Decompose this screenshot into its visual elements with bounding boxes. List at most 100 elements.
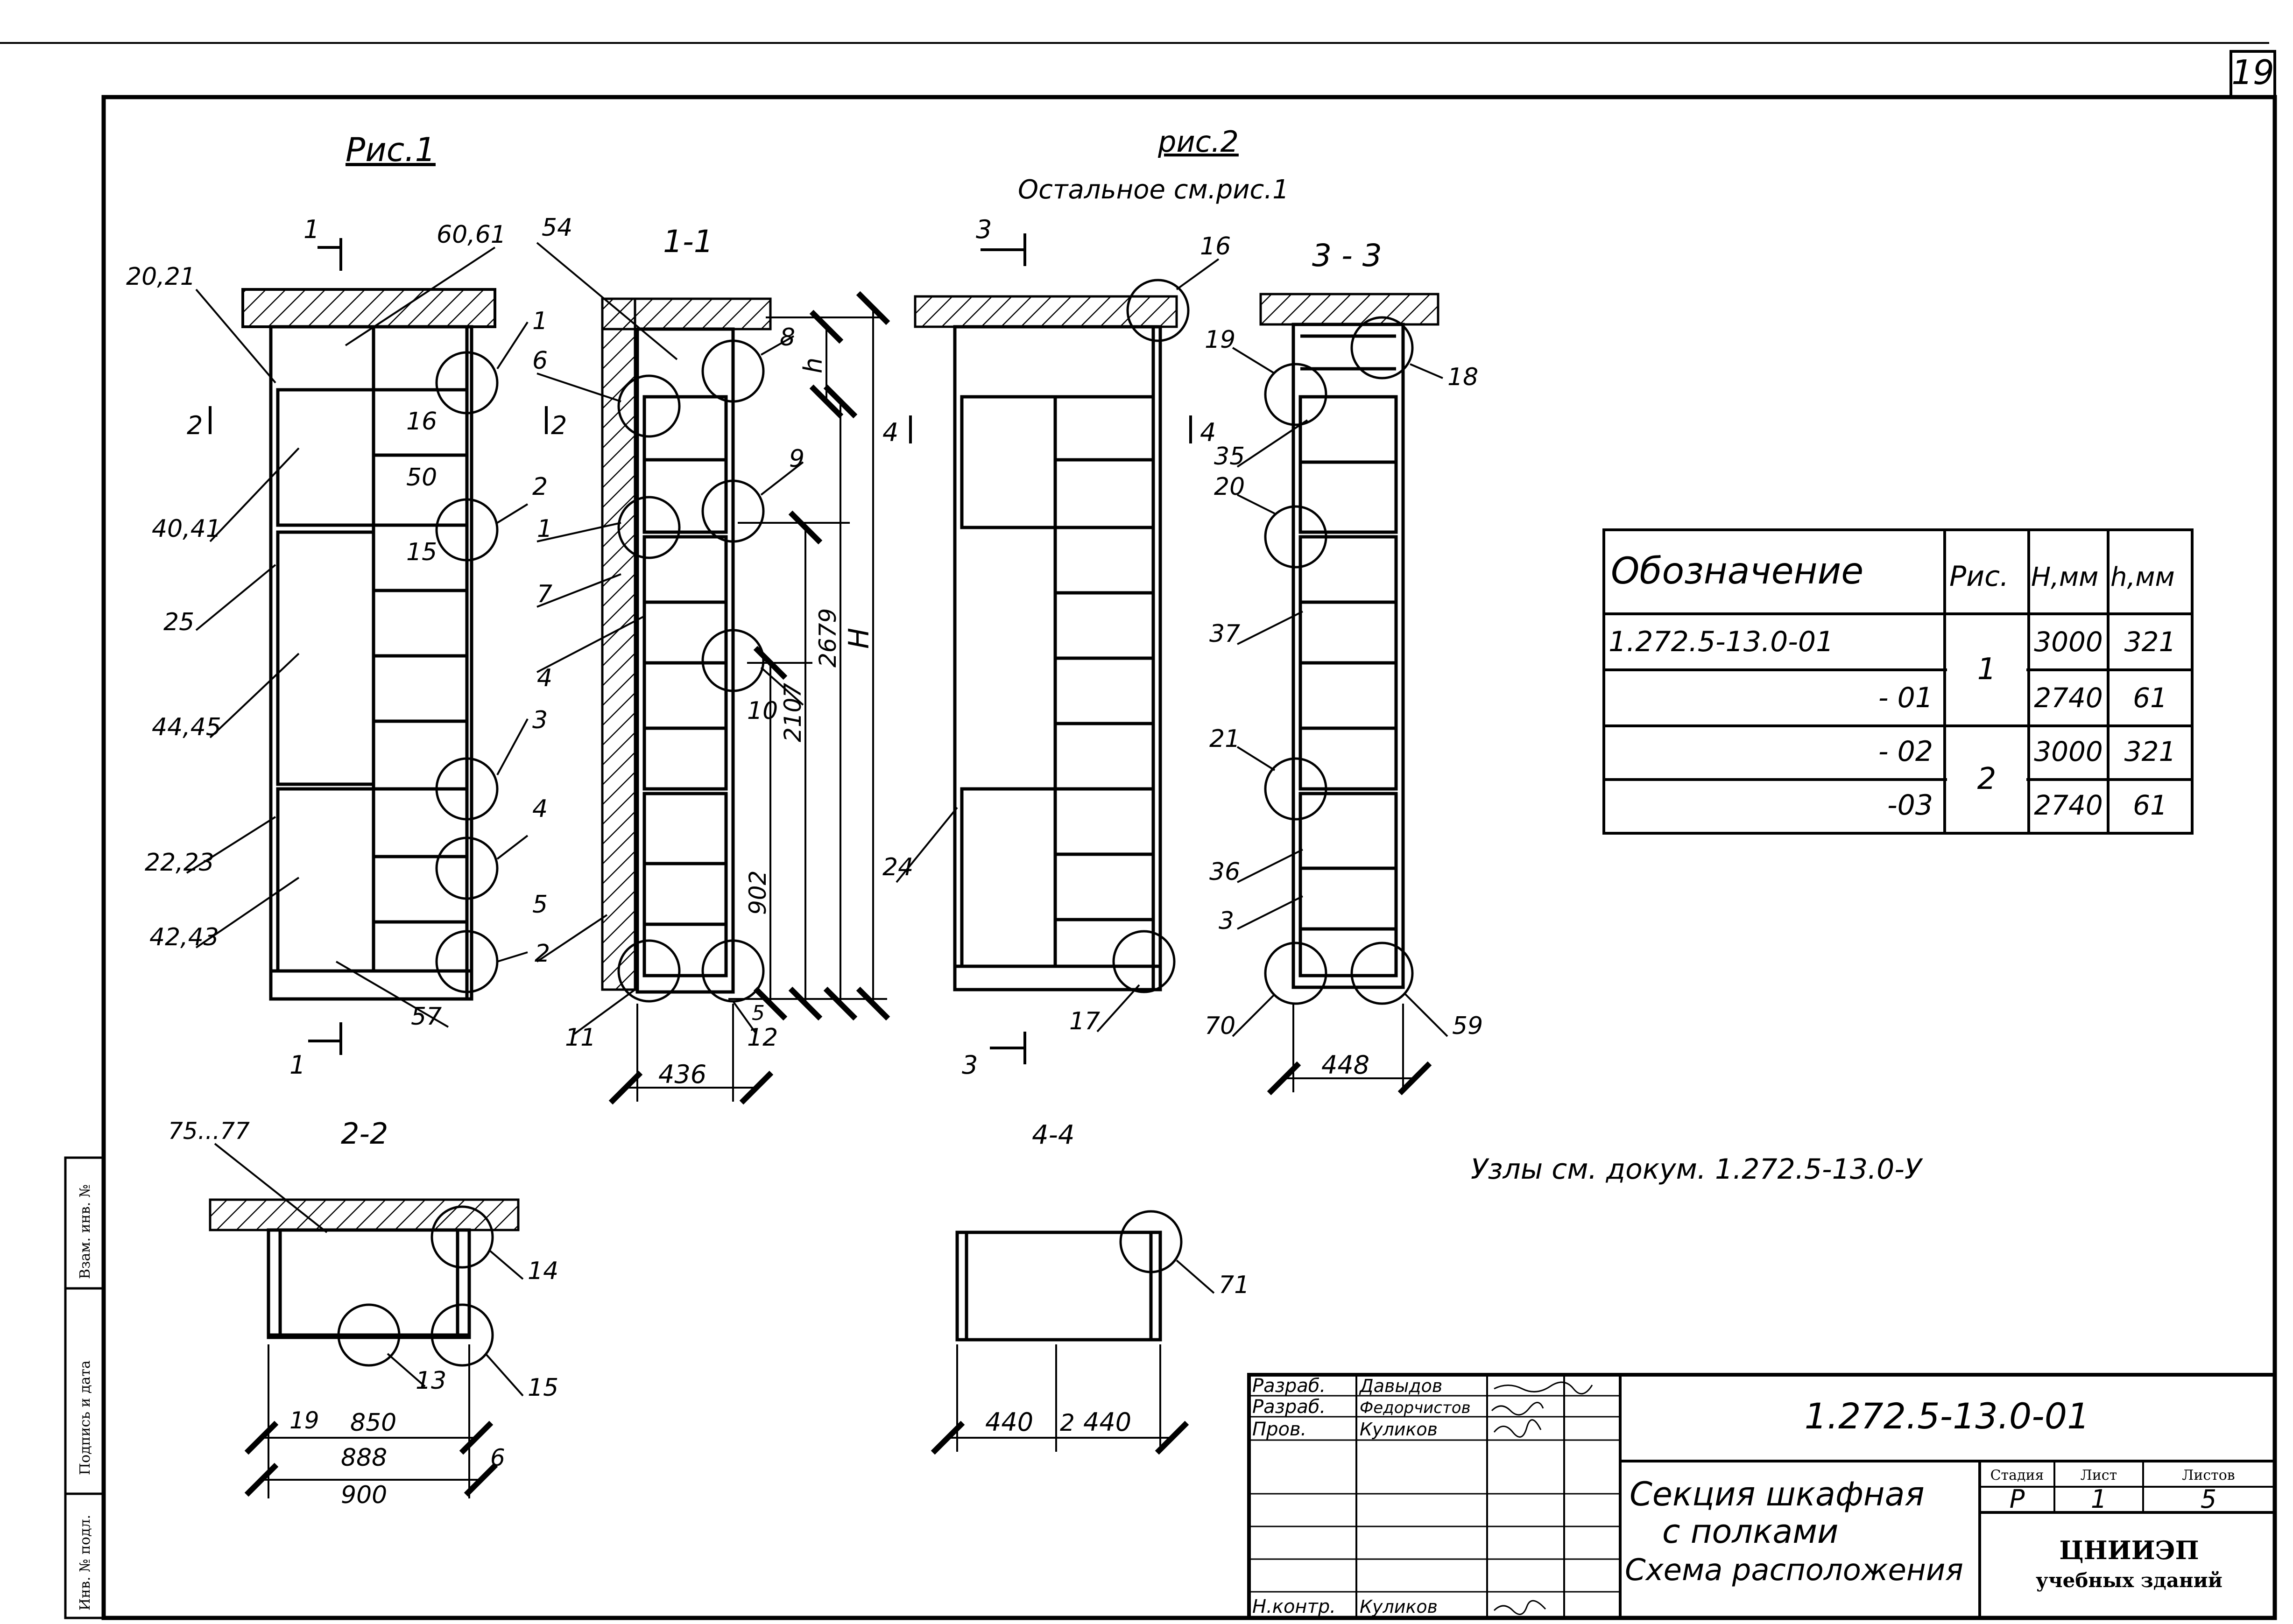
fig1-label-1: 1 [532, 307, 548, 335]
fig2-section-marks [909, 233, 1192, 1064]
section-1-1-view: 1-1 [532, 214, 890, 1105]
stamp-inv-sub: Инв. № подл. [77, 1515, 93, 1610]
sec33-label-37: 37 [1209, 620, 1240, 648]
spec-row: - 02 2 3000 321 [1878, 735, 2176, 796]
spec-row-H: 3000 [2034, 626, 2103, 658]
fig1-section-1-top: 1 [303, 215, 319, 244]
sec44-dim-440-left: 440 [985, 1407, 1033, 1437]
sec22-leaders-dims [214, 1143, 524, 1498]
fig2-title: рис.2 [1157, 125, 1239, 159]
tb-name-line1: Секция шкафная [1630, 1475, 1925, 1513]
tb-name: Куликов [1360, 1596, 1438, 1617]
tb-sheets: 5 [2201, 1484, 2216, 1514]
sec11-dim-h: h [798, 358, 828, 373]
fig1-label-22-23: 22,23 [145, 849, 214, 877]
spec-row-designation: - 02 [1878, 735, 1933, 768]
sec22-label-15: 15 [528, 1374, 558, 1402]
tb-name-line3: Схема расположения [1625, 1553, 1963, 1588]
tb-sheet-header: Лист [2081, 1467, 2117, 1483]
spec-row-fig: 2 [1977, 762, 1997, 796]
sec44-label-71: 71 [1219, 1271, 1249, 1299]
sec11-label-6: 6 [532, 347, 548, 375]
fig1-label-5: 5 [532, 891, 548, 919]
sec11-label-8: 8 [780, 323, 795, 352]
fig2-section-3-bottom: 3 [962, 1050, 978, 1080]
stamp-sign-date: Подпись и дата [77, 1360, 93, 1475]
tb-org-line1: ЦНИИЭП [2059, 1535, 2199, 1565]
fig1-section-2-right: 2 [551, 411, 567, 440]
spec-header-fig: Рис. [1949, 560, 2009, 593]
sec11-label-11: 11 [565, 1024, 596, 1052]
tb-doc-code: 1.272.5-13.0-01 [1805, 1395, 2090, 1437]
fig1-label-20-21: 20,21 [126, 263, 196, 291]
sec11-label-12: 12 [747, 1024, 778, 1052]
spec-row-h: 61 [2133, 789, 2167, 821]
fig2-section-4-left: 4 [882, 418, 898, 447]
spec-header-h: h,мм [2110, 562, 2175, 592]
sec22-dim-6: 6 [490, 1444, 505, 1471]
sec11-label-2: 2 [535, 940, 550, 968]
sec33-title: 3 - 3 [1312, 238, 1382, 274]
tb-name: Федорчистов [1360, 1399, 1471, 1417]
spec-row-h: 61 [2133, 682, 2167, 714]
sec11-label-4: 4 [537, 664, 552, 692]
fig1-label-2: 2 [532, 473, 548, 501]
sec33-label-59: 59 [1452, 1012, 1483, 1040]
title-block [1247, 1373, 2277, 1620]
sec22-wall [209, 1198, 520, 1231]
nodes-note: Узлы см. докум. 1.272.5-13.0-У [1471, 1153, 1923, 1186]
sec33-label-18: 18 [1447, 363, 1478, 391]
tb-signatures [1491, 1381, 1593, 1615]
tb-role: Разраб. [1252, 1375, 1326, 1397]
fig2-section-4-right: 4 [1200, 418, 1216, 447]
sec33-label-21: 21 [1209, 725, 1240, 753]
fig1-label-15: 15 [406, 538, 437, 566]
sec44-title: 4-4 [1032, 1120, 1074, 1150]
tb-org-line2: учебных зданий [2036, 1569, 2222, 1592]
sec11-title: 1-1 [663, 224, 713, 260]
sec22-detail-circles [337, 1205, 494, 1367]
spec-row-designation: -03 [1887, 789, 1933, 822]
spec-header-designation: Обозначение [1611, 550, 1863, 592]
sec22-label-13: 13 [416, 1367, 446, 1395]
fig1-label-40-41: 40,41 [152, 515, 221, 543]
sec11-dim-902: 902 [744, 871, 771, 915]
sec11-leaders [536, 242, 804, 1035]
spec-row: 1.272.5-13.0-01 1 3000 321 [1609, 626, 2176, 687]
sec33-label-36: 36 [1209, 858, 1240, 886]
spec-table [1602, 528, 2194, 835]
page-number: 19 [2231, 53, 2274, 92]
sec22-dim-19: 19 [289, 1407, 319, 1434]
sec44-plan [955, 1230, 1162, 1342]
spec-row: - 01 2740 61 [1878, 682, 2167, 714]
sec44-leaders-dims [931, 1259, 1215, 1455]
spec-table-fig-merge [1947, 616, 2026, 831]
sec33-ceiling [1259, 293, 1439, 326]
sec33-leaders [1232, 347, 1448, 1096]
fig1-label-50: 50 [406, 464, 437, 492]
fig1-section-marks [209, 238, 548, 1055]
sec33-label-35: 35 [1214, 443, 1245, 471]
fig2-label-17: 17 [1069, 1007, 1100, 1035]
fig1-label-25: 25 [163, 608, 194, 636]
spec-row-H: 2740 [2034, 789, 2103, 821]
fig1-label-44-45: 44,45 [152, 713, 221, 741]
fig2-section-3-top: 3 [976, 215, 992, 244]
spec-header-H: H,мм [2031, 562, 2098, 592]
fig2-cabinet [953, 325, 1162, 991]
spec-row-H: 3000 [2034, 736, 2103, 767]
tb-name: Куликов [1360, 1419, 1438, 1440]
tb-sheets-header: Листов [2182, 1467, 2235, 1483]
sec11-ceiling [601, 297, 772, 330]
sec11-dim-2107: 2107 [779, 683, 806, 742]
fig2-view: рис.2 Остальное см.рис.1 [882, 125, 1289, 1080]
fig2-detail-circles [1112, 279, 1190, 993]
sec11-label-1: 1 [537, 515, 552, 543]
tb-name: Давыдов [1359, 1376, 1442, 1396]
tb-sheet: 1 [2091, 1484, 2107, 1514]
spec-row-designation: - 01 [1878, 682, 1933, 714]
sec33-label-20: 20 [1214, 473, 1245, 501]
section-4-4-view: 4-4 71 440 2 440 [931, 1120, 1249, 1455]
sec11-label-9: 9 [789, 445, 804, 473]
spec-row: -03 2740 61 [1887, 789, 2167, 822]
